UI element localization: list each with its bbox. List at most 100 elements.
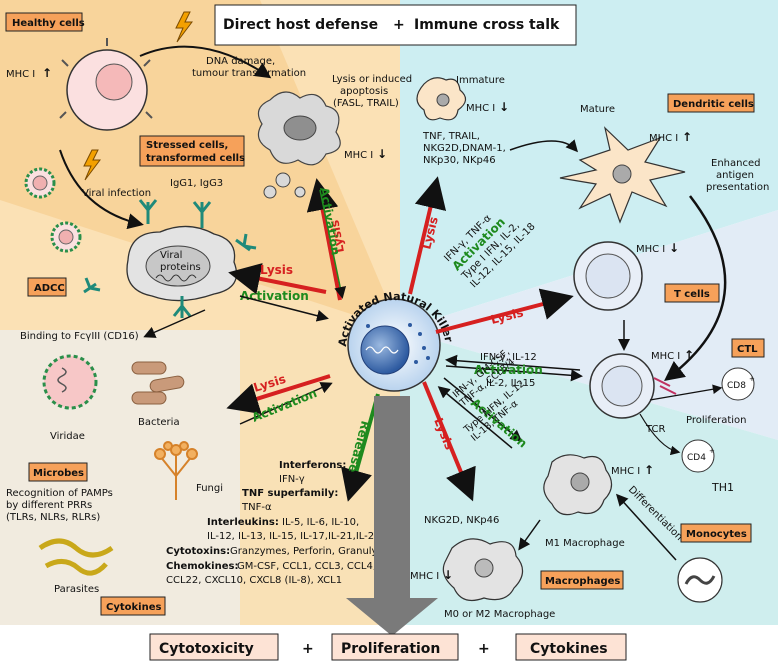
activation-text-t: Activation — [474, 363, 543, 377]
lysis-apoptosis-2: apoptosis — [340, 86, 388, 97]
interferons-value: IFN-γ — [279, 474, 305, 485]
label-macrophages: Macrophages — [545, 576, 620, 587]
t-cyt-1: IFN-γ, IL-12 — [480, 352, 537, 363]
to-cd8-arrow — [649, 384, 723, 401]
label-adcc: ADCC — [34, 283, 65, 294]
arrow-down-icon: ↓ — [377, 147, 387, 161]
igg-label: IgG1, IgG3 — [170, 178, 223, 189]
dna-damage-1: DNA damage, — [206, 56, 275, 67]
footer-plus-2: + — [478, 641, 490, 657]
tnf-line-2: NKG2D,DNAM-1, — [423, 143, 506, 154]
mhc-up-healthy: MHC I — [6, 69, 35, 80]
th1-label: TH1 — [711, 481, 734, 494]
tnf-line-1: TNF, TRAIL, — [422, 131, 480, 142]
arrow-up-icon: ↑ — [42, 66, 52, 80]
m0-label: M0 or M2 Macrophage — [444, 609, 555, 620]
header-left: Direct host defense — [223, 17, 378, 33]
differentiation-arrow — [615, 493, 677, 561]
lightning-icon — [175, 11, 193, 43]
dna-damage-arrow — [139, 45, 272, 79]
to-cd4-arrow — [639, 413, 681, 456]
pamps-1: Recognition of PAMPs — [6, 488, 113, 499]
mhc-down-dc: MHC I — [466, 103, 495, 114]
label-dendritic-cells: Dendritic cells — [673, 99, 754, 110]
t-cell-activated — [589, 353, 655, 419]
arrow-down-icon: ↓ — [669, 241, 679, 255]
footer-outcomes: Cytotoxicity + Proliferation + Cytokines — [149, 633, 627, 661]
parasite-icon — [38, 538, 114, 576]
m1-label: M1 Macrophage — [545, 538, 625, 549]
pamps-3: (TLRs, NLRs, RLRs) — [6, 512, 100, 523]
activation-text-adcc: Activation — [240, 289, 309, 303]
mhc-down-stressed: MHC I — [344, 150, 373, 161]
footer-plus-1: + — [302, 641, 314, 657]
enhanced-1: Enhanced — [711, 158, 760, 169]
cd4-label: CD4 — [687, 453, 706, 463]
cytokine-release-list: Interferons: IFN-γ TNF superfamily: TNF-… — [166, 460, 408, 586]
virus-infected-cells — [24, 167, 82, 253]
lysis-apoptosis-1: Lysis or induced — [332, 74, 412, 85]
label-healthy-cells: Healthy cells — [12, 18, 85, 29]
mhc-down-mac: MHC I — [410, 571, 439, 582]
lightning-icon — [83, 149, 101, 181]
mhc-up-dc: MHC I — [649, 133, 678, 144]
antigen-presentation-arrow — [664, 195, 727, 382]
label-ctl: CTL — [737, 344, 758, 355]
label-t-cells: T cells — [674, 289, 710, 300]
outcome-arrow — [346, 396, 438, 636]
cd4-cell — [681, 439, 715, 473]
lysis-text-stressed: Lysis — [327, 219, 347, 254]
fungi-label: Fungi — [196, 483, 223, 494]
arrow-down-icon: ↓ — [443, 568, 453, 582]
viridae-label: Viridae — [50, 431, 85, 442]
proliferation-small: Proliferation — [686, 415, 747, 426]
arrow-up-icon: ↑ — [644, 463, 654, 477]
stressed-cell — [257, 91, 341, 199]
il-value-1: IL-5, IL-6, IL-10, — [282, 517, 359, 528]
category-labels: Healthy cells Stressed cells, transforme… — [5, 12, 765, 616]
m1-to-m0-arrow — [518, 519, 541, 551]
footer-cytokines: Cytokines — [530, 641, 608, 657]
viral-proteins-2: proteins — [160, 262, 201, 273]
chemokines-heading: Chemokines: — [166, 561, 238, 572]
mhc-up-mac: MHC I — [611, 466, 640, 477]
tnf-line-3: NKp30, NKp46 — [423, 155, 496, 166]
binding-label: Binding to FcγIII (CD16) — [20, 331, 139, 342]
arrow-up-icon: ↑ — [682, 130, 692, 144]
healthy-cell — [59, 38, 153, 131]
tnf-heading: TNF superfamily: — [242, 488, 338, 499]
enhanced-3: presentation — [706, 182, 769, 193]
monocyte — [677, 557, 723, 603]
cd8-label: CD8 — [727, 381, 746, 391]
lysis-text-adcc: Lysis — [260, 263, 293, 277]
parasites-label: Parasites — [54, 584, 99, 595]
label-stressed-1: Stressed cells, — [146, 140, 228, 151]
mature-dendritic-cell — [559, 126, 686, 224]
tcr-icon — [653, 377, 677, 395]
arrow-down-icon: ↓ — [499, 100, 509, 114]
m0-macrophage — [442, 538, 524, 601]
interferons-heading: Interferons: — [279, 460, 346, 471]
viral-proteins-1: Viral — [160, 250, 182, 261]
label-microbes: Microbes — [33, 468, 84, 479]
binding-arrow — [143, 309, 206, 338]
viral-infection-label: Viral infection — [82, 188, 151, 199]
mhc-up-t: MHC I — [651, 351, 680, 362]
cd8-cell — [721, 367, 755, 401]
viral-infection-arrow — [59, 149, 144, 230]
infected-cell — [126, 225, 238, 302]
tnf-value: TNF-α — [241, 502, 272, 513]
chemokines-value-2: CCL22, CXCL10, CXCL8 (IL-8), XCL1 — [166, 575, 342, 586]
dc-maturation-arrow — [509, 139, 578, 153]
cd4-plus: + — [709, 447, 715, 455]
bacteria-icon — [131, 361, 185, 405]
t-cell-naive — [573, 241, 643, 311]
label-cytokines: Cytokines — [106, 602, 161, 613]
pamps-2: by different PRRs — [6, 500, 92, 511]
virus-icon — [42, 354, 98, 410]
il-value-2: IL-12, IL-13, IL-15, IL-17,IL-21,IL-22 — [207, 531, 381, 542]
header-plus: + — [393, 17, 405, 33]
header-box — [214, 4, 577, 46]
